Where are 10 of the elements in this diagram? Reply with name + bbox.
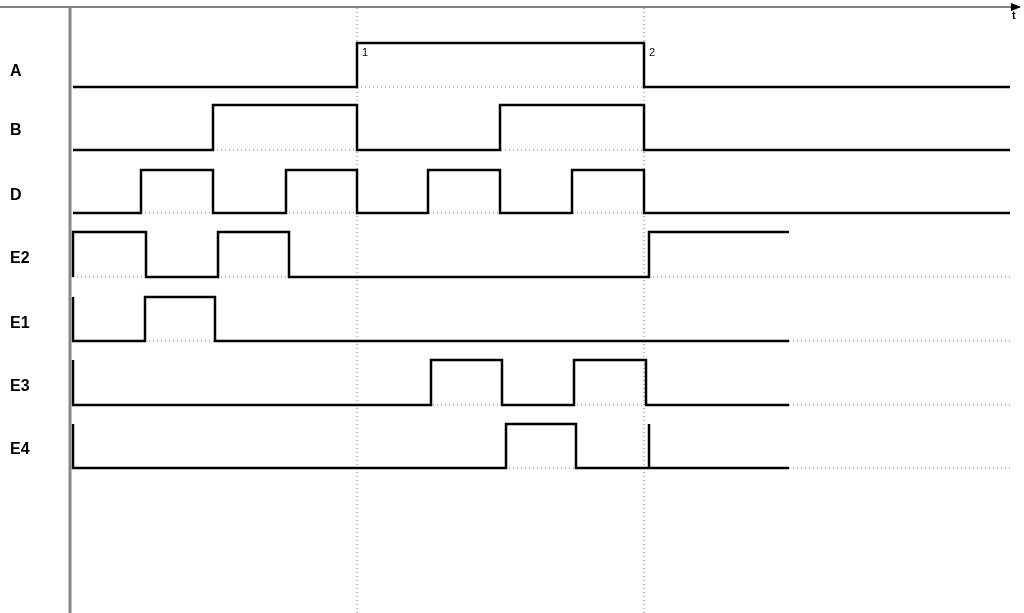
axis-label: t bbox=[1012, 10, 1016, 21]
event-number: 1 bbox=[362, 47, 369, 58]
signal-name: E4 bbox=[10, 441, 30, 457]
signal-name: A bbox=[10, 63, 22, 79]
signal-name: E3 bbox=[10, 378, 30, 394]
signal-name: E2 bbox=[10, 250, 30, 266]
signal-name: D bbox=[10, 187, 22, 203]
event-number: 2 bbox=[649, 47, 656, 58]
signal-name: E1 bbox=[10, 315, 30, 331]
signal-name: B bbox=[10, 122, 22, 138]
